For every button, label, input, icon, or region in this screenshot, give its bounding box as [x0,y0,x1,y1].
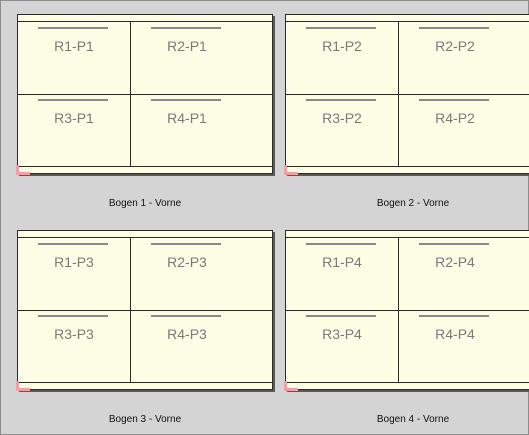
page-header-bar [419,243,489,245]
sheet-thumbnail[interactable]: R1-P3 R2-P3 R3-P3 R4-P3 [16,230,273,391]
sheet-top-band [286,231,529,238]
page-cell[interactable]: R1-P4 [286,238,398,310]
page-header-bar [151,99,221,101]
page-label: R1-P1 [54,38,94,54]
page-label: R1-P3 [54,254,94,270]
page-cell[interactable]: R3-P3 [18,311,130,383]
page-header-bar [151,27,221,29]
page-divider-horizontal [18,310,272,311]
corner-mark-icon [16,165,30,175]
page-divider-horizontal [286,310,529,311]
sheet-bottom-band [286,382,529,389]
page-header-bar [306,315,376,317]
page-cell[interactable]: R3-P2 [286,95,398,167]
page-label: R3-P1 [54,110,94,126]
sheet-thumbnail[interactable]: R1-P4 R2-P4 R3-P4 R4-P4 [284,230,529,391]
page-label: R2-P3 [167,254,207,270]
page-cell[interactable]: R2-P2 [399,22,511,94]
sheet-bottom-band [18,166,272,173]
sheet-thumbnail[interactable]: R1-P2 R2-P2 R3-P2 R4-P2 [284,14,529,175]
sheet-thumbnail[interactable]: R1-P1 R2-P1 R3-P1 R4-P1 [16,14,273,175]
page-divider-horizontal [18,94,272,95]
corner-mark-icon [284,165,298,175]
corner-mark-icon [16,381,30,391]
page-header-bar [38,315,108,317]
sheet-bottom-band [286,166,529,173]
page-label: R2-P1 [167,38,207,54]
corner-mark-icon [284,381,298,391]
page-label: R4-P3 [167,326,207,342]
page-header-bar [38,99,108,101]
page-cell[interactable]: R4-P3 [131,311,243,383]
page-label: R2-P4 [435,254,475,270]
page-cell[interactable]: R1-P1 [18,22,130,94]
page-header-bar [306,27,376,29]
page-cell[interactable]: R4-P4 [399,311,511,383]
page-label: R3-P2 [322,110,362,126]
page-label: R1-P4 [322,254,362,270]
page-cell[interactable]: R4-P1 [131,95,243,167]
page-cell[interactable]: R2-P4 [399,238,511,310]
page-header-bar [419,99,489,101]
sheet-caption: Bogen 2 - Vorne [376,198,450,209]
page-header-bar [151,243,221,245]
sheet-top-band [18,15,272,22]
sheet-top-band [18,231,272,238]
sheet-top-band [286,15,529,22]
page-cell[interactable]: R3-P1 [18,95,130,167]
page-cell[interactable]: R4-P2 [399,95,511,167]
page-label: R1-P2 [322,38,362,54]
page-label: R4-P4 [435,326,475,342]
page-cell[interactable]: R1-P2 [286,22,398,94]
page-label: R3-P3 [54,326,94,342]
page-header-bar [419,315,489,317]
sheet-caption: Bogen 3 - Vorne [108,414,182,425]
page-label: R2-P2 [435,38,475,54]
page-header-bar [306,99,376,101]
page-cell[interactable]: R2-P3 [131,238,243,310]
page-header-bar [38,243,108,245]
page-divider-horizontal [286,94,529,95]
sheet-caption: Bogen 4 - Vorne [376,414,450,425]
page-cell[interactable]: R1-P3 [18,238,130,310]
page-header-bar [419,27,489,29]
page-header-bar [306,243,376,245]
page-header-bar [38,27,108,29]
page-cell[interactable]: R2-P1 [131,22,243,94]
sheet-bottom-band [18,382,272,389]
page-cell[interactable]: R3-P4 [286,311,398,383]
sheet-caption: Bogen 1 - Vorne [108,198,182,209]
page-label: R3-P4 [322,326,362,342]
page-header-bar [151,315,221,317]
page-label: R4-P2 [435,110,475,126]
page-label: R4-P1 [167,110,207,126]
